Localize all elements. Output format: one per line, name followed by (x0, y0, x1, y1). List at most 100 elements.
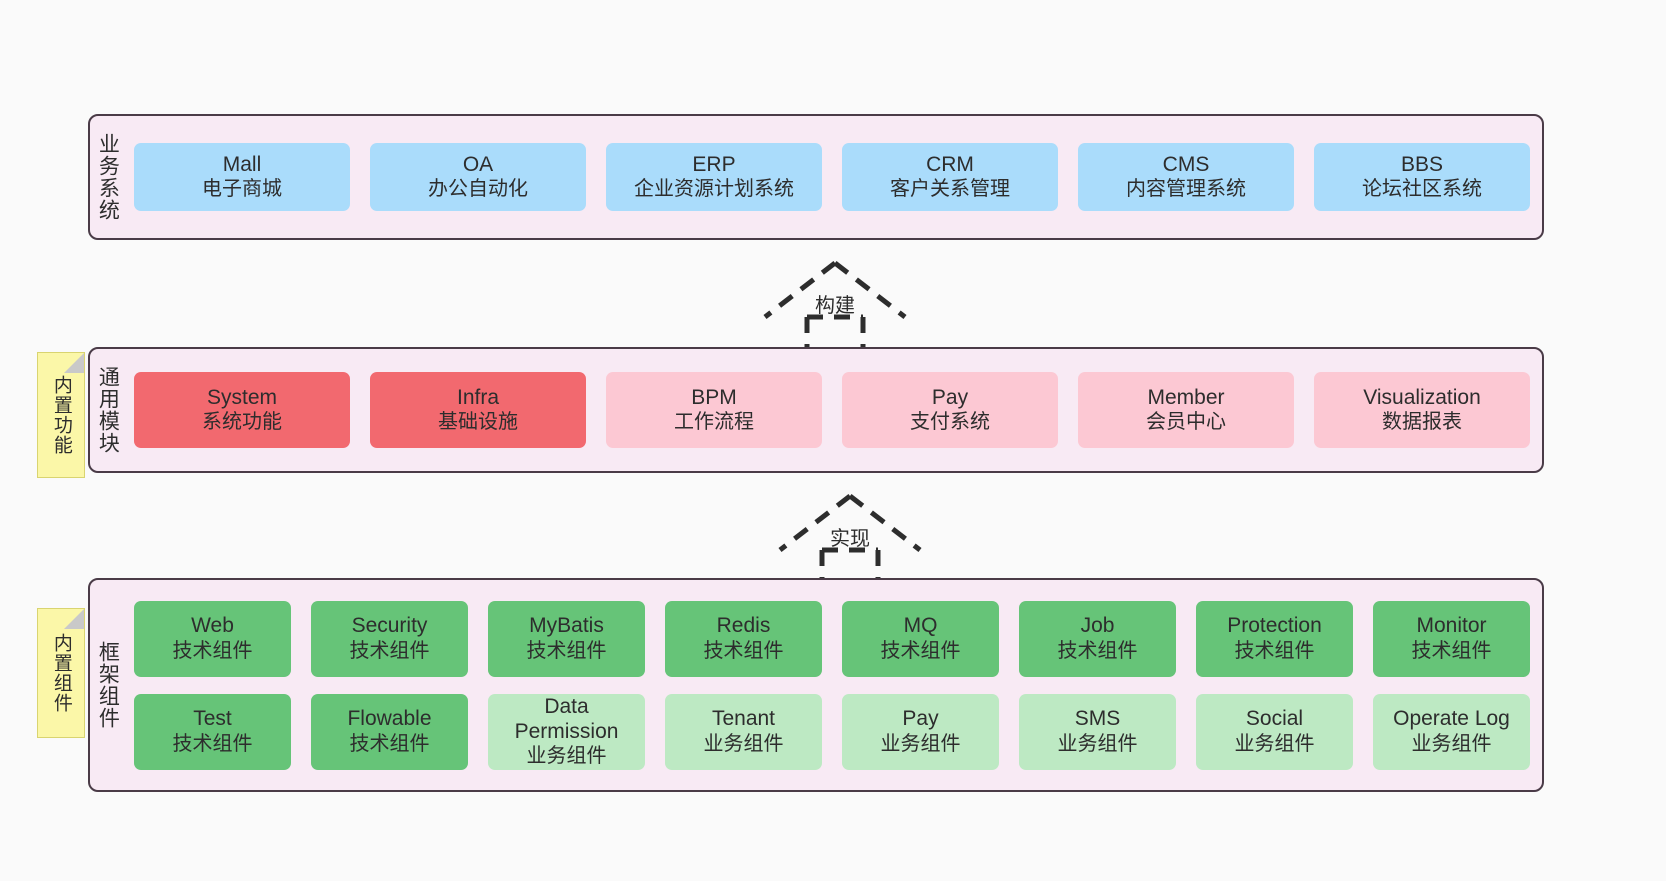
module-name: Redis (716, 614, 771, 638)
module-subtitle: 工作流程 (674, 411, 754, 434)
module-card-mybatis[interactable]: MyBatis 技术组件 (488, 600, 645, 677)
module-card-data-permission[interactable]: Data Permission 业务组件 (488, 693, 645, 770)
module-subtitle: 基础设施 (438, 411, 518, 434)
module-card-pay[interactable]: Pay 支付系统 (842, 372, 1058, 448)
module-card-pay-component[interactable]: Pay 业务组件 (842, 693, 999, 770)
module-subtitle: 业务组件 (703, 732, 784, 755)
module-card-redis[interactable]: Redis 技术组件 (665, 600, 822, 677)
module-subtitle: 技术组件 (1057, 639, 1138, 662)
module-card-oa[interactable]: OA 办公自动化 (370, 143, 586, 211)
module-name: Test (193, 707, 232, 731)
layer-row: System 系统功能 Infra 基础设施 BPM 工作流程 Pay 支付系统… (134, 372, 1530, 448)
module-card-visualization[interactable]: Visualization 数据报表 (1314, 372, 1530, 448)
module-subtitle: 电子商城 (202, 178, 282, 201)
layer-business-system: 业务系统 Mall 电子商城 OA 办公自动化 ERP 企业资源计划系统 CRM… (88, 114, 1544, 240)
module-subtitle: 客户关系管理 (890, 178, 1010, 201)
module-subtitle: 企业资源计划系统 (634, 178, 794, 201)
module-card-flowable[interactable]: Flowable 技术组件 (311, 693, 468, 770)
module-name: Pay (902, 707, 939, 731)
module-name: BPM (691, 385, 737, 409)
module-name: BBS (1400, 152, 1444, 176)
layer-framework-components: 框架组件 Web 技术组件 Security 技术组件 MyBatis 技术组件… (88, 578, 1544, 792)
module-name: OA (462, 152, 494, 176)
module-subtitle: 会员中心 (1146, 411, 1226, 434)
layer-title-common: 通用模块 (96, 366, 120, 454)
module-card-system[interactable]: System 系统功能 (134, 372, 350, 448)
module-subtitle: 业务组件 (1411, 732, 1492, 755)
connector-label-build: 构建 (815, 295, 855, 317)
module-card-member[interactable]: Member 会员中心 (1078, 372, 1294, 448)
module-name: Tenant (711, 707, 776, 731)
module-subtitle: 业务组件 (1057, 732, 1138, 755)
connector-label-realize: 实现 (830, 528, 870, 550)
module-name: Visualization (1363, 385, 1481, 409)
module-card-monitor[interactable]: Monitor 技术组件 (1373, 600, 1530, 677)
module-name: Member (1147, 385, 1225, 409)
layer-title-frame: 框架组件 (96, 641, 120, 729)
module-name: Operate Log (1393, 707, 1510, 731)
module-card-social[interactable]: Social 业务组件 (1196, 693, 1353, 770)
module-card-job[interactable]: Job 技术组件 (1019, 600, 1176, 677)
layer-common-modules: 通用模块 System 系统功能 Infra 基础设施 BPM 工作流程 Pay… (88, 347, 1544, 473)
layer-title-business: 业务系统 (96, 133, 120, 221)
module-card-operate-log[interactable]: Operate Log 业务组件 (1373, 693, 1530, 770)
module-name: Protection (1227, 614, 1322, 638)
module-card-protection[interactable]: Protection 技术组件 (1196, 600, 1353, 677)
module-name: Web (191, 614, 234, 638)
module-subtitle: 技术组件 (526, 639, 607, 662)
layer-body-common: System 系统功能 Infra 基础设施 BPM 工作流程 Pay 支付系统… (124, 349, 1542, 471)
module-card-infra[interactable]: Infra 基础设施 (370, 372, 586, 448)
module-name: Job (1080, 614, 1115, 638)
module-name: Social (1245, 707, 1304, 731)
module-name: CRM (926, 152, 974, 176)
module-subtitle: 业务组件 (880, 732, 961, 755)
module-subtitle: 论坛社区系统 (1362, 178, 1482, 201)
generalization-arrow-icon (778, 494, 922, 591)
note-label: 内置功能 (50, 375, 72, 455)
connector-build: 构建 (745, 255, 925, 365)
module-card-test[interactable]: Test 技术组件 (134, 693, 291, 770)
module-subtitle: 技术组件 (349, 732, 430, 755)
module-name: ERP (692, 152, 736, 176)
module-card-security[interactable]: Security 技术组件 (311, 600, 468, 677)
module-subtitle: 数据报表 (1382, 411, 1462, 434)
module-name: Security (351, 614, 428, 638)
module-card-bpm[interactable]: BPM 工作流程 (606, 372, 822, 448)
layer-body-frame: Web 技术组件 Security 技术组件 MyBatis 技术组件 Redi… (124, 580, 1542, 790)
layer-body-business: Mall 电子商城 OA 办公自动化 ERP 企业资源计划系统 CRM 客户关系… (124, 116, 1542, 238)
module-name: Mall (222, 152, 262, 176)
module-subtitle: 技术组件 (880, 639, 961, 662)
note-builtin-components: 内置组件 (37, 608, 85, 738)
module-name: CMS (1162, 152, 1210, 176)
module-card-mq[interactable]: MQ 技术组件 (842, 600, 999, 677)
module-subtitle: 技术组件 (349, 639, 430, 662)
module-name: Infra (456, 385, 500, 409)
module-name: MQ (903, 614, 938, 638)
module-card-crm[interactable]: CRM 客户关系管理 (842, 143, 1058, 211)
module-card-tenant[interactable]: Tenant 业务组件 (665, 693, 822, 770)
module-card-mall[interactable]: Mall 电子商城 (134, 143, 350, 211)
module-card-web[interactable]: Web 技术组件 (134, 600, 291, 677)
module-card-erp[interactable]: ERP 企业资源计划系统 (606, 143, 822, 211)
note-builtin-features: 内置功能 (37, 352, 85, 478)
module-card-sms[interactable]: SMS 业务组件 (1019, 693, 1176, 770)
module-subtitle: 技术组件 (1411, 639, 1492, 662)
module-subtitle: 业务组件 (526, 744, 607, 767)
module-name: MyBatis (529, 614, 604, 638)
module-subtitle: 内容管理系统 (1126, 178, 1246, 201)
module-subtitle: 技术组件 (1234, 639, 1315, 662)
module-name: System (206, 385, 277, 409)
generalization-arrow-icon (763, 261, 907, 358)
module-subtitle: 业务组件 (1234, 732, 1315, 755)
layer-row: Test 技术组件 Flowable 技术组件 Data Permission … (134, 693, 1530, 770)
module-subtitle: 支付系统 (910, 411, 990, 434)
module-name: SMS (1074, 707, 1121, 731)
module-subtitle: 办公自动化 (428, 178, 528, 201)
layer-row: Web 技术组件 Security 技术组件 MyBatis 技术组件 Redi… (134, 600, 1530, 677)
note-label: 内置组件 (50, 633, 72, 713)
connector-realize: 实现 (760, 488, 940, 598)
module-subtitle: 技术组件 (172, 732, 253, 755)
module-card-cms[interactable]: CMS 内容管理系统 (1078, 143, 1294, 211)
module-card-bbs[interactable]: BBS 论坛社区系统 (1314, 143, 1530, 211)
module-name: Monitor (1416, 614, 1487, 638)
